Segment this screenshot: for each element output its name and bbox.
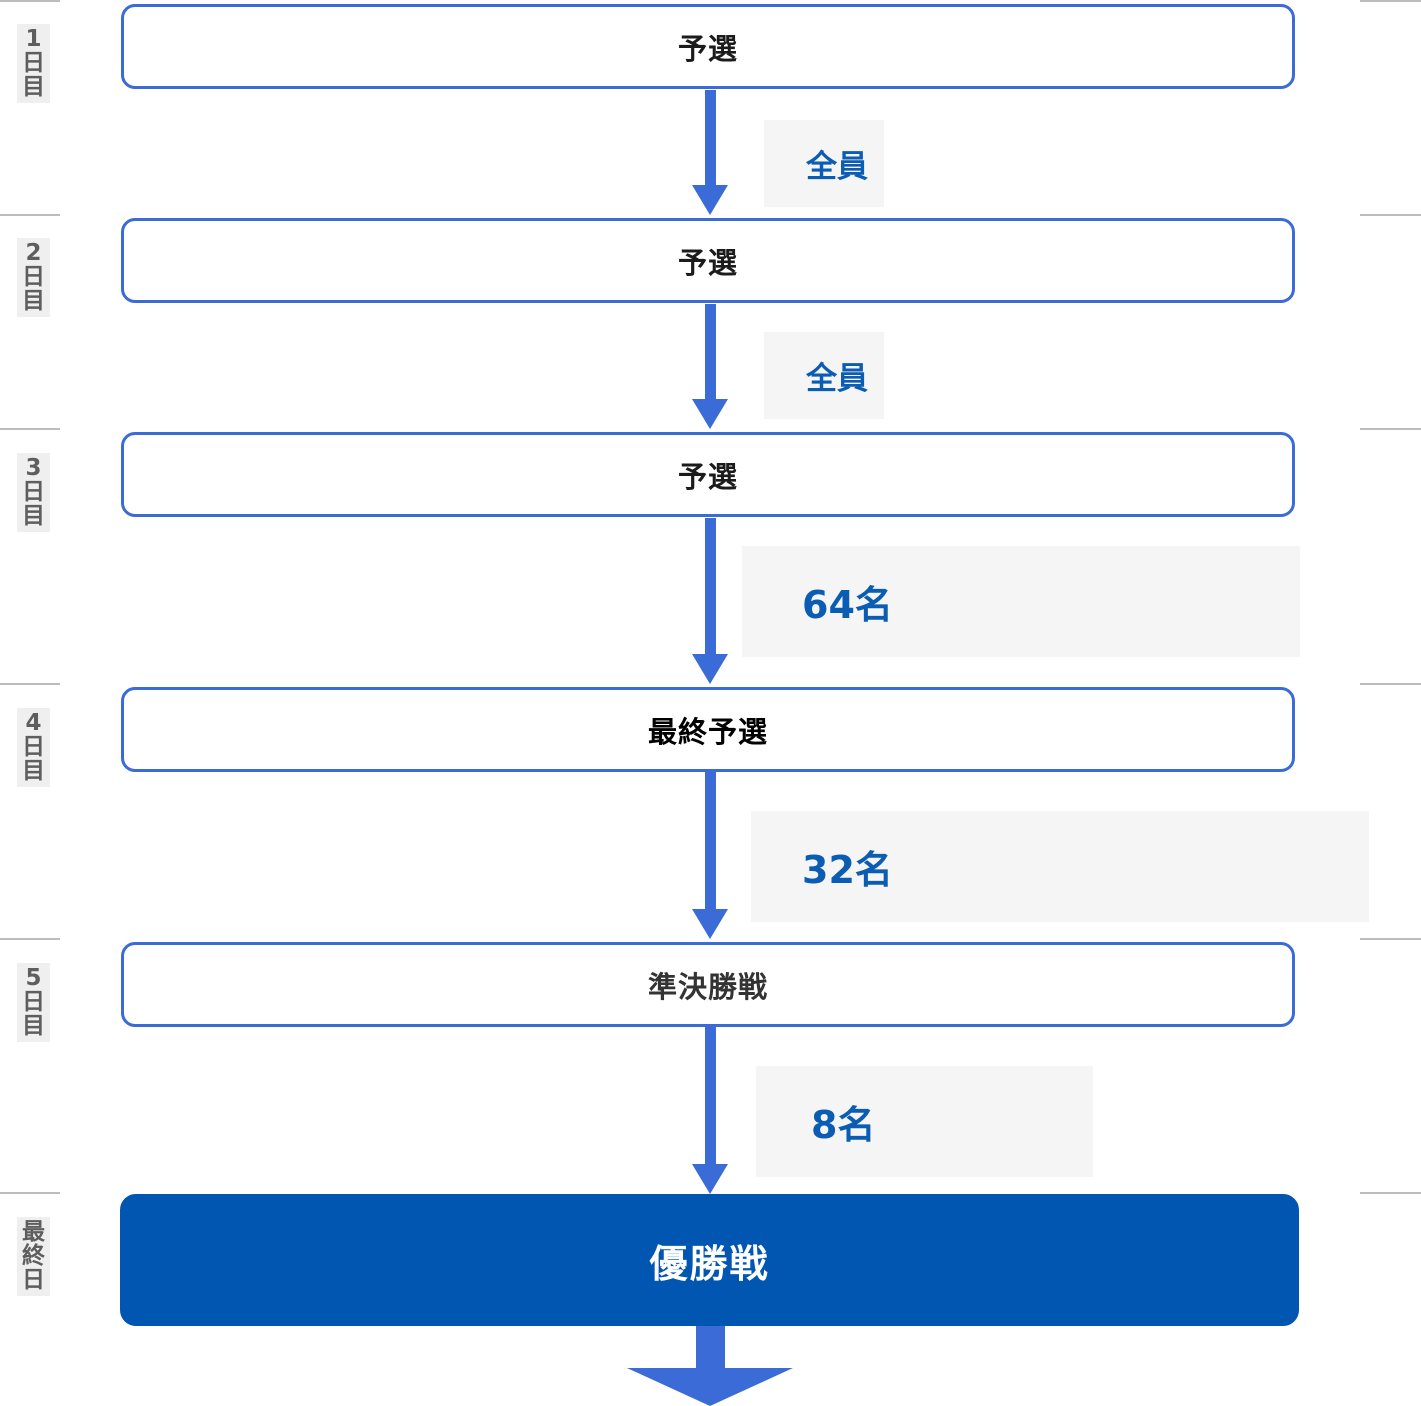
arrow-down-icon — [692, 1027, 728, 1194]
stage-label: 予選 — [677, 31, 738, 66]
day-label-char: 1 — [25, 26, 42, 52]
advance-label-4: 32名 — [751, 811, 1369, 922]
advance-text: 32名 — [802, 848, 893, 892]
day-label-char: 日 — [22, 1267, 45, 1293]
day-label-char: 目 — [22, 503, 45, 529]
day-label-char: 日 — [22, 264, 45, 290]
day-label-final: 最 終 日 — [17, 1217, 50, 1296]
arrow-down-icon — [692, 518, 728, 684]
day-label-char: 目 — [22, 1013, 45, 1039]
day-label-char: 5 — [25, 965, 42, 991]
row-divider-right — [1360, 683, 1421, 685]
row-divider-left — [0, 1192, 60, 1194]
stage-box-day4: 最終予選 — [121, 687, 1295, 772]
day-label-char: 日 — [22, 479, 45, 505]
day-label-char: 最 — [22, 1219, 45, 1245]
day-label-5: 5 日 目 — [17, 963, 50, 1042]
row-divider-left — [0, 214, 60, 216]
stage-box-day2: 予選 — [121, 218, 1295, 303]
stage-label: 優勝戦 — [649, 1241, 770, 1286]
stage-box-day3: 予選 — [121, 432, 1295, 517]
day-label-1: 1 日 目 — [17, 24, 50, 103]
row-divider-right — [1360, 214, 1421, 216]
day-label-char: 目 — [22, 758, 45, 784]
advance-label-3: 64名 — [742, 546, 1300, 657]
arrow-down-icon — [692, 304, 728, 429]
day-label-char: 日 — [22, 50, 45, 76]
day-label-char: 目 — [22, 74, 45, 100]
row-divider-right — [1360, 428, 1421, 430]
advance-label-2: 全員 — [764, 332, 884, 419]
stage-box-final: 優勝戦 — [120, 1194, 1299, 1326]
stage-box-day5: 準決勝戦 — [121, 942, 1295, 1027]
row-divider-right — [1360, 938, 1421, 940]
day-label-2: 2 日 目 — [17, 238, 50, 317]
row-divider-left — [0, 683, 60, 685]
advance-text: 8名 — [811, 1103, 876, 1147]
stage-label: 最終予選 — [647, 714, 768, 749]
arrow-down-icon — [692, 90, 728, 215]
day-label-char: 日 — [22, 989, 45, 1015]
row-divider-right — [1360, 0, 1421, 2]
arrow-down-icon — [627, 1325, 793, 1406]
day-label-char: 目 — [22, 288, 45, 314]
advance-text: 全員 — [806, 149, 868, 185]
advance-text: 64名 — [802, 583, 893, 627]
day-label-3: 3 日 目 — [17, 453, 50, 532]
row-divider-left — [0, 428, 60, 430]
advance-text: 全員 — [806, 361, 868, 397]
stage-label: 予選 — [677, 459, 738, 494]
day-label-char: 日 — [22, 734, 45, 760]
row-divider-left — [0, 0, 60, 2]
day-label-4: 4 日 目 — [17, 708, 50, 787]
day-label-char: 3 — [25, 455, 42, 481]
advance-label-1: 全員 — [764, 120, 884, 207]
advance-label-5: 8名 — [756, 1066, 1093, 1177]
stage-label: 準決勝戦 — [647, 969, 768, 1004]
day-label-char: 終 — [22, 1243, 45, 1269]
stage-box-day1: 予選 — [121, 4, 1295, 89]
day-label-char: 4 — [25, 710, 42, 736]
row-divider-left — [0, 938, 60, 940]
row-divider-right — [1360, 1192, 1421, 1194]
arrow-down-icon — [692, 772, 728, 939]
stage-label: 予選 — [677, 245, 738, 280]
day-label-char: 2 — [25, 240, 42, 266]
